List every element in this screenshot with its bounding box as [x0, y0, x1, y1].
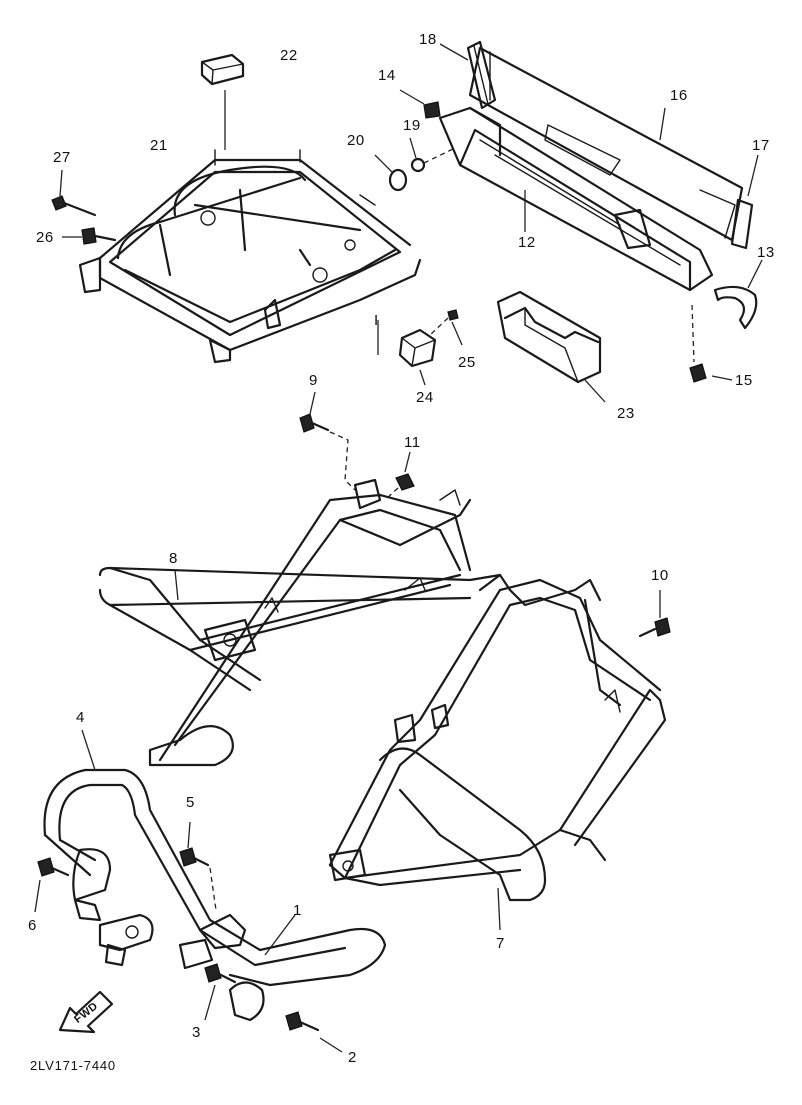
callout-1: 1 [293, 902, 302, 919]
callout-1-upper: I [374, 312, 379, 329]
part-17-pad [730, 154, 759, 250]
part-27-bolt [51, 169, 97, 217]
diagram-code: 2LV171-7440 [30, 1058, 116, 1073]
part-2-bolt [285, 1011, 343, 1053]
callout-21: 21 [150, 137, 168, 154]
part-11-nut [384, 451, 415, 501]
part-4-guard [43, 729, 387, 1022]
callout-10: 10 [651, 567, 669, 584]
callout-19: 19 [403, 117, 421, 134]
callout-27: 27 [53, 149, 71, 166]
part-8-frame [98, 478, 502, 767]
callout-20: 20 [347, 132, 365, 149]
part-21-upper-frame [78, 149, 422, 364]
callout-26: 26 [36, 229, 54, 246]
part-23-cushion [496, 290, 606, 403]
callout-23: 23 [617, 405, 635, 422]
part-3-bolt [204, 963, 237, 1021]
callout-9: 9 [309, 372, 318, 389]
part-20-collar [374, 154, 408, 192]
part-14-bracket [399, 89, 441, 119]
part-26-bolt [62, 227, 117, 245]
part-1-lead [264, 914, 296, 956]
fwd-arrow [58, 990, 114, 1034]
part-10-bolt [638, 590, 671, 638]
part-5-bolt [179, 821, 217, 911]
part-12-rail [438, 106, 714, 292]
callout-2: 2 [348, 1049, 357, 1066]
callout-4: 4 [76, 709, 85, 726]
part-25-screw [429, 309, 463, 346]
part-6-bolt [34, 857, 70, 913]
callout-24: 24 [416, 389, 434, 406]
part-19-washer [409, 137, 456, 173]
callout-18: 18 [419, 31, 437, 48]
callout-22: 22 [280, 47, 298, 64]
callout-12: 12 [518, 234, 536, 251]
callout-3: 3 [192, 1024, 201, 1041]
part-9-bolt [299, 391, 356, 491]
callout-8: 8 [169, 550, 178, 567]
callout-25: 25 [458, 354, 476, 371]
callout-16: 16 [670, 87, 688, 104]
part-7-frame [328, 573, 667, 931]
callout-15: 15 [735, 372, 753, 389]
part-22-block [200, 53, 245, 150]
part-18-trim [439, 40, 497, 110]
callout-7: 7 [496, 935, 505, 952]
part-15-bolt [689, 304, 733, 383]
part-24-block [377, 320, 437, 386]
callout-5: 5 [186, 794, 195, 811]
callout-17: 17 [752, 137, 770, 154]
callout-6: 6 [28, 917, 37, 934]
callout-14: 14 [378, 67, 396, 84]
callout-11: 11 [404, 434, 421, 451]
part-13-clip [713, 259, 763, 330]
callout-13: 13 [757, 244, 775, 261]
